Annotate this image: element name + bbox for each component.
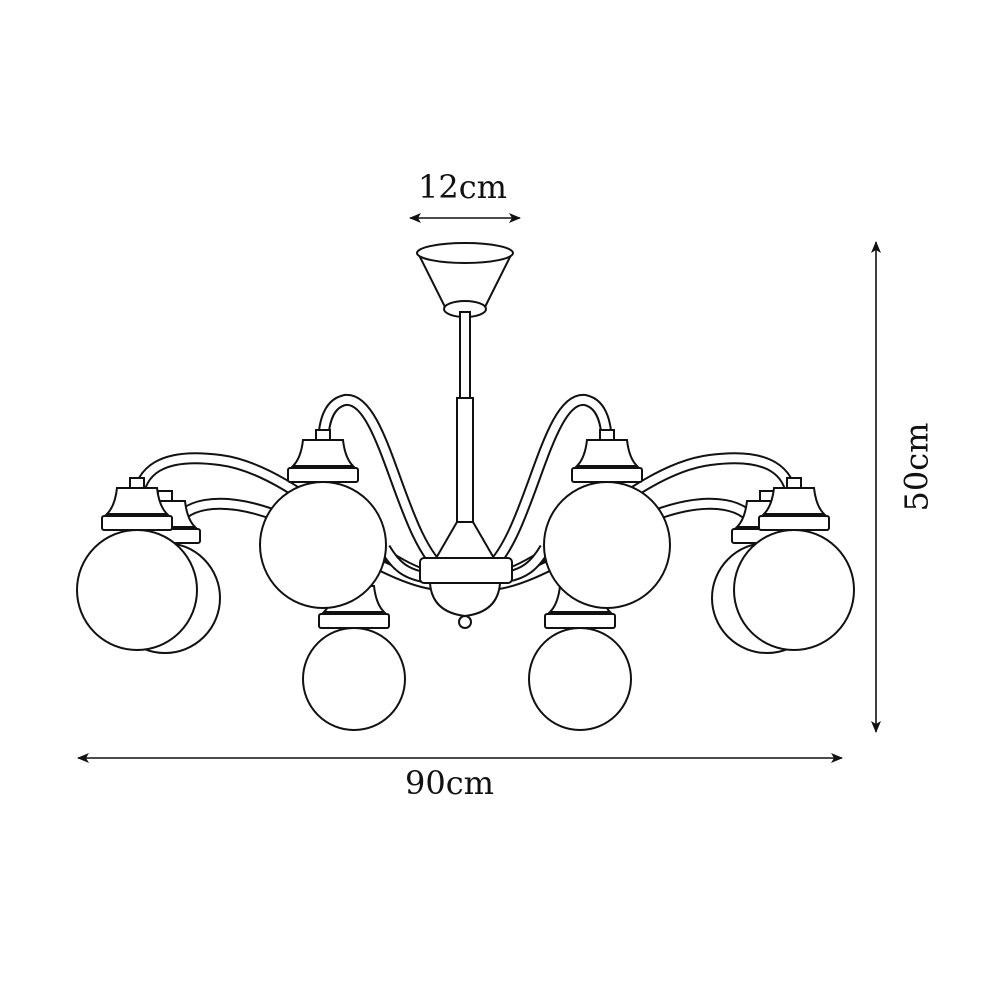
hub-bowl — [428, 582, 502, 618]
ceiling-canopy-top — [416, 242, 514, 264]
hub-cone — [433, 521, 497, 561]
lamp-globe — [543, 429, 671, 609]
socket-neck — [599, 429, 615, 441]
width-label: 90cm — [405, 764, 494, 802]
height-label: 50cm — [897, 422, 936, 512]
socket-ring — [287, 467, 359, 483]
socket-cap — [574, 439, 640, 467]
socket-cap — [104, 487, 170, 515]
socket-ring — [101, 515, 173, 531]
socket-neck — [315, 429, 331, 441]
chandelier-arm — [481, 394, 613, 577]
socket-neck — [129, 477, 145, 489]
rod-upper — [459, 311, 471, 399]
hub-finial — [458, 615, 472, 629]
socket-ring — [571, 467, 643, 483]
socket-neck — [786, 477, 802, 489]
lamp-globe — [76, 477, 198, 651]
lamp-globe — [733, 477, 855, 651]
socket-ring — [758, 515, 830, 531]
socket-cap — [761, 487, 827, 515]
socket-ring — [544, 613, 616, 629]
chandelier-arm — [317, 394, 449, 577]
socket-cap — [290, 439, 356, 467]
lamp-globe — [259, 429, 387, 609]
hub-ring — [419, 557, 513, 584]
canopy-width-label: 12cm — [418, 168, 507, 206]
socket-ring — [318, 613, 390, 629]
rod-lower — [456, 397, 474, 523]
